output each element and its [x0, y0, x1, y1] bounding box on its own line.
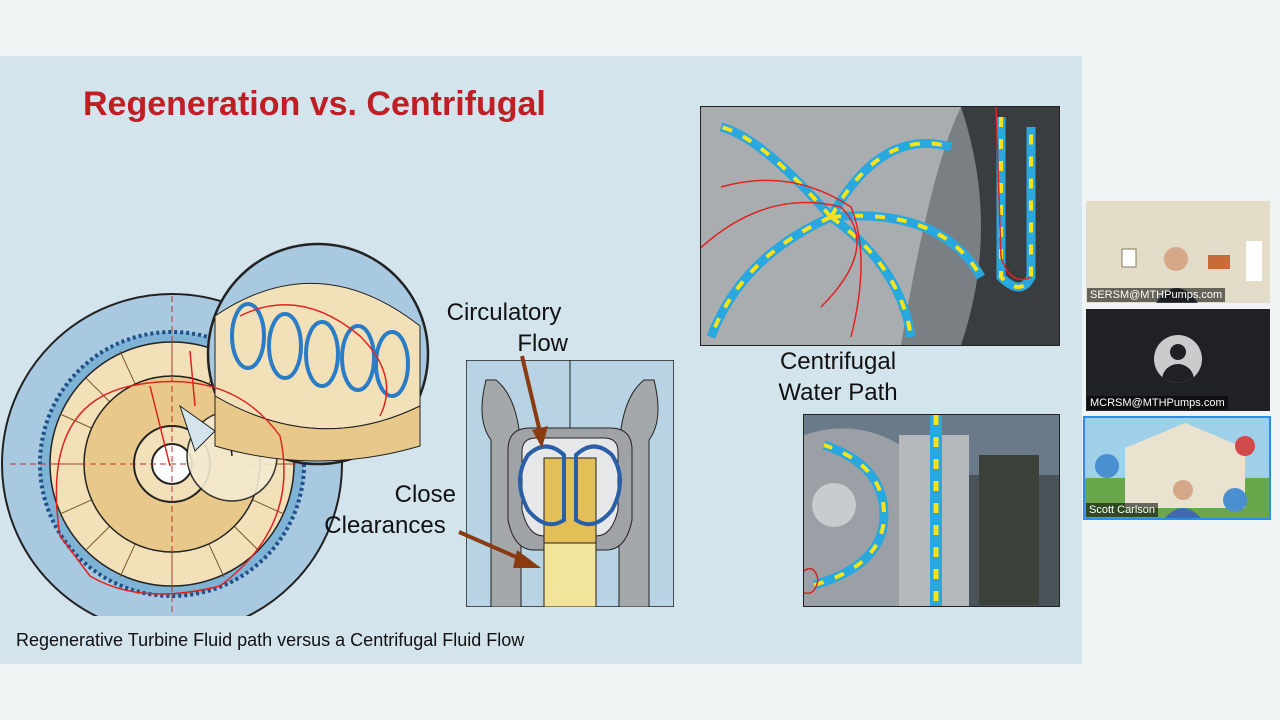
impeller-flow-overlay	[701, 107, 1059, 345]
circulatory-flow-line1: Circulatory	[446, 299, 562, 326]
avatar-placeholder-icon	[1154, 335, 1202, 383]
circulatory-flow-line2: Flow	[517, 330, 568, 357]
participant-tile-sersm[interactable]: SERSM@MTHPumps.com	[1086, 201, 1270, 303]
participant-tile-scott-carlson[interactable]: Scott Carlson	[1083, 416, 1271, 520]
close-clearances-arrow	[458, 530, 541, 568]
slide-title: Regeneration vs. Centrifugal	[83, 85, 546, 123]
participant-name: Scott Carlson	[1086, 503, 1159, 517]
shared-slide: Regeneration vs. Centrifugal	[0, 56, 1082, 664]
slide-caption: Regenerative Turbine Fluid path versus a…	[16, 630, 525, 650]
pump-flow-overlay	[804, 415, 1059, 606]
pump-cross-section-diagram	[466, 360, 674, 607]
participant-tile-mcrsm[interactable]: MCRSM@MTHPumps.com	[1086, 309, 1270, 411]
close-clearances-label: Close Clearances	[310, 479, 460, 541]
centrifugal-water-path-label: Centrifugal Water Path	[756, 346, 920, 408]
circulatory-flow-arrow	[520, 355, 548, 448]
centrifugal-path-line1: Centrifugal	[779, 348, 897, 375]
participant-video	[1086, 201, 1270, 303]
close-clearances-line2: Clearances	[324, 512, 446, 539]
regenerative-turbine-diagram	[1, 242, 430, 616]
participant-name: SERSM@MTHPumps.com	[1087, 288, 1226, 302]
centrifugal-path-line2: Water Path	[778, 379, 898, 406]
close-clearances-line1: Close	[394, 481, 456, 508]
centrifugal-pump-photo	[803, 414, 1060, 607]
centrifugal-impeller-photo	[700, 106, 1060, 346]
participant-name: MCRSM@MTHPumps.com	[1087, 396, 1228, 410]
circulatory-flow-label: Circulatory Flow	[432, 297, 576, 359]
participant-video	[1085, 418, 1269, 518]
